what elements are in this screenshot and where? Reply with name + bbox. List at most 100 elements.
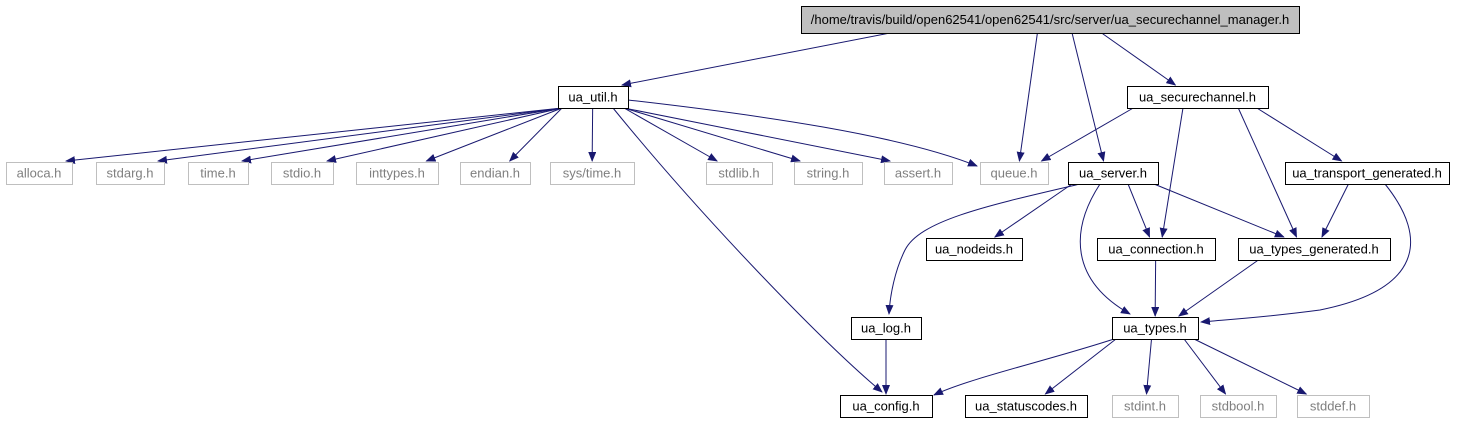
edge-ua_util-to-systime [588,107,597,162]
edge-ua_securechannel-to-ua_types_generated [1237,107,1297,238]
node-label: ua_types_generated.h [1249,242,1378,257]
node-box [550,162,635,185]
node-ua-transport-generated[interactable]: ua_transport_generated.h [1285,162,1450,185]
edge-ua_types_generated-to-ua_types [1178,259,1259,317]
node-stdbool: stdbool.h [1200,395,1277,418]
edge-ua_util-to-queue [627,99,978,167]
node-queue: queue.h [980,162,1049,185]
node-label: ua_transport_generated.h [1292,166,1442,181]
node-box [840,395,933,418]
node-box [460,162,531,185]
node-box [980,162,1049,185]
node-label: stdio.h [283,166,321,181]
node-ua-util[interactable]: ua_util.h [558,86,629,109]
node-label: stdint.h [1124,399,1166,414]
edge-ua_util-to-stdarg [157,107,563,164]
edge-ua_types-to-stdbool [1183,338,1227,395]
node-root[interactable]: /home/travis/build/open62541/open62541/s… [801,6,1300,34]
node-box [1200,395,1277,418]
node-label: assert.h [895,166,941,181]
node-ua-nodeids[interactable]: ua_nodeids.h [926,238,1023,261]
edge-ua_util-to-assert [623,107,891,164]
node-box [851,317,922,340]
edge-ua_server-to-ua_nodeids [994,183,1073,238]
node-label: ua_util.h [568,90,617,105]
node-box [965,395,1088,418]
node-label: stdarg.h [107,166,154,181]
edge-ua_types-to-stdint [1143,338,1152,395]
node-ua-config[interactable]: ua_config.h [840,395,933,418]
edge-ua_server-to-ua_types [1079,183,1131,315]
node-label: ua_config.h [852,399,919,414]
edge-root-to-ua_securechannel [1101,32,1177,86]
node-box [271,162,334,185]
node-box [1112,395,1179,418]
edge-ua_transport_generated-to-ua_types_generated [1321,183,1349,238]
node-label: inttypes.h [369,166,425,181]
node-label: string.h [807,166,850,181]
node-box [926,238,1023,261]
node-stdarg: stdarg.h [96,162,165,185]
edge-ua_types-to-stddef [1193,338,1308,395]
node-box [356,162,439,185]
edge-ua_types-to-ua_config [933,338,1115,396]
node-box [1068,162,1159,185]
node-label: ua_statuscodes.h [975,399,1077,414]
edge-root-to-ua_server [1071,32,1106,162]
node-ua-securechannel[interactable]: ua_securechannel.h [1127,86,1269,109]
edge-ua_connection-to-ua_types [1151,259,1160,317]
edge-ua_server-to-ua_log [885,183,1081,315]
node-label: ua_securechannel.h [1139,90,1256,105]
node-label: stddef.h [1310,399,1356,414]
edge-ua_server-to-ua_types_generated [1153,183,1285,238]
node-label: /home/travis/build/open62541/open62541/s… [811,12,1289,27]
node-box [558,86,629,109]
node-label: sys/time.h [563,166,622,181]
edge-ua_util-to-ua_config [612,107,883,393]
node-label: endian.h [470,166,520,181]
edge-ua_util-to-alloca [65,107,563,165]
node-box [1127,86,1269,109]
node-ua-types[interactable]: ua_types.h [1112,317,1199,340]
node-label: ua_connection.h [1108,242,1203,257]
node-label: stdbool.h [1212,399,1265,414]
node-label: ua_server.h [1079,166,1147,181]
node-label: ua_nodeids.h [935,242,1013,257]
node-endian: endian.h [460,162,531,185]
edge-ua_util-to-inttypes [425,107,563,162]
node-stdint: stdint.h [1112,395,1179,418]
edge-ua_securechannel-to-ua_transport_generated [1256,107,1343,162]
node-box [1097,238,1216,261]
node-label: ua_log.h [861,321,911,336]
node-systime: sys/time.h [550,162,635,185]
node-ua-log[interactable]: ua_log.h [851,317,922,340]
node-label: alloca.h [17,166,62,181]
node-label: ua_types.h [1123,321,1187,336]
node-label: stdlib.h [718,166,759,181]
node-string: string.h [794,162,863,185]
node-box [96,162,165,185]
edge-ua_securechannel-to-ua_connection [1159,107,1184,238]
node-box [188,162,249,185]
node-stdio: stdio.h [271,162,334,185]
edge-ua_util-to-string [623,107,801,163]
node-assert: assert.h [884,162,953,185]
node-box [1297,395,1370,418]
node-ua-connection[interactable]: ua_connection.h [1097,238,1216,261]
edge-ua_util-to-stdio [326,107,563,163]
node-label: queue.h [991,166,1038,181]
node-stddef: stddef.h [1297,395,1370,418]
node-box [1285,162,1450,185]
node-box [706,162,773,185]
node-alloca: alloca.h [6,162,73,185]
node-box [1238,238,1391,261]
edge-ua_types-to-ua_statuscodes [1044,338,1117,395]
node-ua-statuscodes[interactable]: ua_statuscodes.h [965,395,1088,418]
edge-root-to-ua_util [621,32,891,88]
node-ua-server[interactable]: ua_server.h [1068,162,1159,185]
node-box [801,6,1300,34]
node-box [794,162,863,185]
node-ua-types-generated[interactable]: ua_types_generated.h [1238,238,1391,261]
node-box [884,162,953,185]
